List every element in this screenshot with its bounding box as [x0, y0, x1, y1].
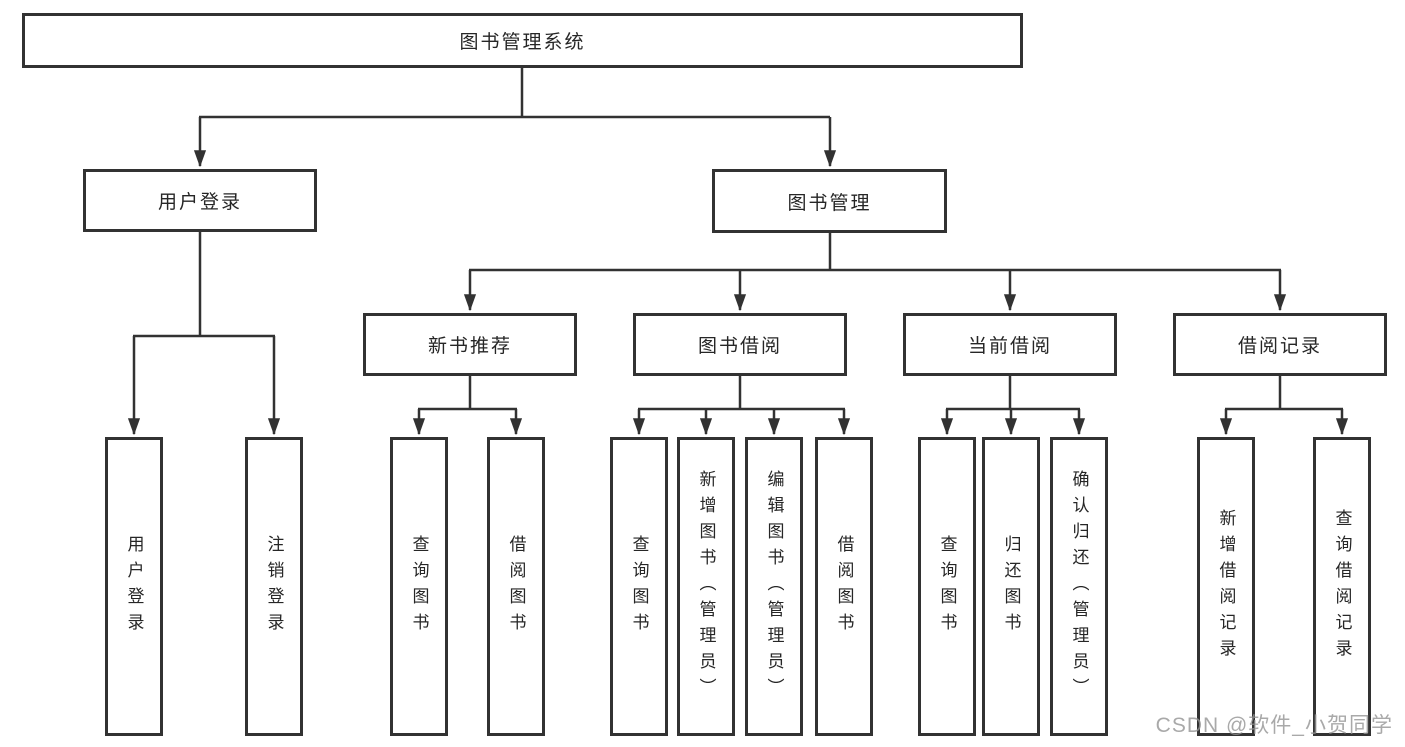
- node-label: 图书借阅: [697, 336, 782, 357]
- leaf-query-borrow-record: 查询借阅记录: [1313, 437, 1371, 736]
- node-book-borrowing: 图书借阅: [633, 313, 847, 376]
- node-label: 用户登录: [124, 534, 144, 639]
- node-label: 查询借阅记录: [1332, 508, 1352, 665]
- node-label: 确认归还（管理员）: [1069, 469, 1089, 704]
- leaf-borrow-books: 借阅图书: [815, 437, 873, 736]
- leaf-add-books-admin: 新增图书（管理员）: [677, 437, 735, 736]
- node-label: 新书推荐: [427, 336, 512, 357]
- leaf-query-books-recommend: 查询图书: [390, 437, 448, 736]
- node-label: 借阅图书: [506, 534, 526, 639]
- leaf-query-books-borrowing: 查询图书: [610, 437, 668, 736]
- leaf-confirm-return-admin: 确认归还（管理员）: [1050, 437, 1108, 736]
- leaf-user-login: 用户登录: [105, 437, 163, 736]
- leaf-edit-books-admin: 编辑图书（管理员）: [745, 437, 803, 736]
- node-new-book-recommend: 新书推荐: [363, 313, 577, 376]
- node-current-borrowing: 当前借阅: [903, 313, 1117, 376]
- connector-book-borrowing-children: [632, 376, 851, 436]
- node-label: 新增借阅记录: [1216, 508, 1236, 665]
- node-book-management: 图书管理: [712, 169, 947, 233]
- node-library-management-system: 图书管理系统: [22, 13, 1023, 68]
- connector-book-mgmt-children: [463, 233, 1287, 312]
- connector-new-book-recommend-children: [412, 376, 523, 436]
- csdn-watermark: CSDN @软件_小贺同学: [1155, 714, 1393, 737]
- node-label: 图书管理: [787, 192, 872, 214]
- node-label: 查询图书: [937, 534, 957, 639]
- leaf-logout: 注销登录: [245, 437, 303, 736]
- node-label: 查询图书: [629, 534, 649, 639]
- connector-current-borrowing-children: [940, 376, 1086, 436]
- node-label: 新增图书（管理员）: [696, 469, 716, 704]
- leaf-return-books: 归还图书: [982, 437, 1040, 736]
- node-label: 当前借阅: [967, 336, 1052, 357]
- node-label: 借阅记录: [1237, 336, 1322, 357]
- node-label: 图书管理系统: [459, 32, 586, 53]
- connector-borrowing-records-children: [1219, 376, 1349, 436]
- leaf-query-books-current: 查询图书: [918, 437, 976, 736]
- node-label: 归还图书: [1001, 534, 1021, 639]
- node-label: 注销登录: [264, 534, 284, 639]
- connector-root-to-level2: [193, 68, 837, 168]
- node-user-login: 用户登录: [83, 169, 317, 232]
- node-label: 查询图书: [409, 534, 429, 639]
- node-label: 借阅图书: [834, 534, 854, 639]
- leaf-add-borrow-record: 新增借阅记录: [1197, 437, 1255, 736]
- connector-user-login-children: [127, 232, 281, 436]
- leaf-borrow-books-recommend: 借阅图书: [487, 437, 545, 736]
- node-borrowing-records: 借阅记录: [1173, 313, 1387, 376]
- node-label: 用户登录: [157, 192, 242, 213]
- node-label: 编辑图书（管理员）: [764, 469, 784, 704]
